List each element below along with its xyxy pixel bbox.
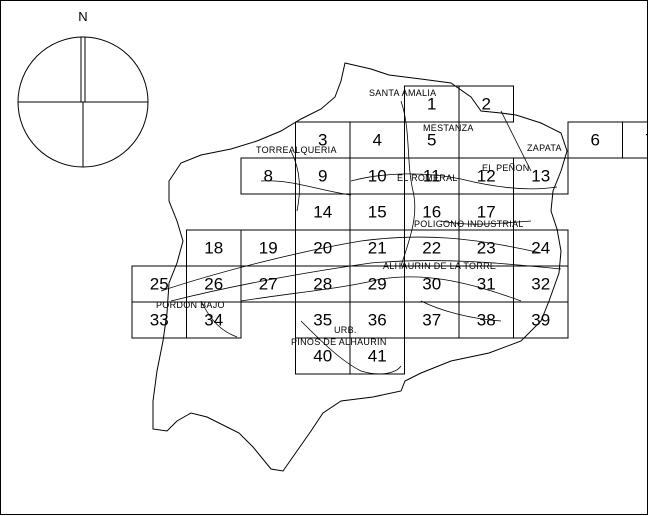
place-alhaurin-de-la-torre: ALHAURIN DE LA TORRE: [383, 261, 496, 271]
sheet-number-41: 41: [368, 347, 387, 366]
sheet-number-8: 8: [264, 167, 273, 186]
place-pinos-de-alhaurin: PINOS DE ALHAURIN: [291, 337, 387, 347]
sheet-number-23: 23: [477, 239, 496, 258]
place-urb: URB.: [334, 325, 357, 335]
sheet-number-9: 9: [318, 167, 327, 186]
sheet-number-4: 4: [373, 131, 382, 150]
place-torrealqueria: TORREALQUERIA: [256, 145, 337, 155]
sheet-number-10: 10: [368, 167, 387, 186]
sheet-number-18: 18: [204, 239, 223, 258]
sheet-number-2: 2: [482, 95, 491, 114]
sheet-number-39: 39: [531, 311, 550, 330]
place-el-romeral: EL ROMERAL: [397, 173, 458, 183]
sheet-number-40: 40: [313, 347, 332, 366]
sheet-number-36: 36: [368, 311, 387, 330]
road-network: [161, 101, 561, 374]
place-mestanza: MESTANZA: [423, 123, 474, 133]
sheet-number-32: 32: [531, 275, 550, 294]
sheet-number-20: 20: [313, 239, 332, 258]
sheet-number-37: 37: [422, 311, 441, 330]
compass-north-needle: [81, 37, 85, 102]
sheet-number-31: 31: [477, 275, 496, 294]
sheet-number-19: 19: [259, 239, 278, 258]
sheet-number-28: 28: [313, 275, 332, 294]
north-label: N: [78, 9, 87, 24]
sheet-number-35: 35: [313, 311, 332, 330]
sheet-number-25: 25: [150, 275, 169, 294]
north-compass: N: [18, 9, 148, 167]
place-santa-amalia: SANTA AMALIA: [369, 88, 436, 98]
sheet-number-29: 29: [368, 275, 387, 294]
sheet-number-22: 22: [422, 239, 441, 258]
sheet-grid: 1234567891011121314151617181920212223242…: [132, 86, 648, 374]
sheet-number-6: 6: [591, 131, 600, 150]
place-el-penon: EL PEÑON: [482, 163, 530, 173]
place-labels: SANTA AMALIA MESTANZA TORREALQUERIA ZAPA…: [156, 88, 562, 347]
sheet-number-38: 38: [477, 311, 496, 330]
sheet-number-14: 14: [313, 203, 332, 222]
sheet-number-21: 21: [368, 239, 387, 258]
sheet-number-24: 24: [531, 239, 550, 258]
sheet-number-5: 5: [427, 131, 436, 150]
place-zapata: ZAPATA: [527, 143, 562, 153]
sheet-number-30: 30: [422, 275, 441, 294]
sheet-number-34: 34: [204, 311, 223, 330]
sheet-number-27: 27: [259, 275, 278, 294]
sheet-number-26: 26: [204, 275, 223, 294]
place-poligono-industrial: POLIGONO INDUSTRIAL: [414, 219, 524, 229]
sheet-number-13: 13: [531, 167, 550, 186]
sheet-number-15: 15: [368, 203, 387, 222]
place-pordon-bajo: PORDON BAJO: [156, 300, 225, 310]
sheet-number-33: 33: [150, 311, 169, 330]
municipality-boundary: [153, 63, 567, 471]
